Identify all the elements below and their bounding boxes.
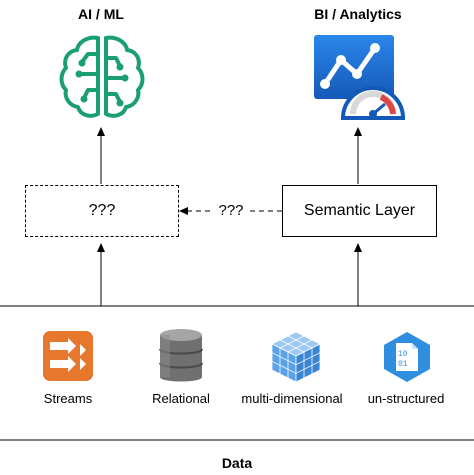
source-label-unstructured: un-structured [367, 391, 445, 406]
binary-file-icon: 10 01 [384, 332, 430, 382]
bi-analytics-title: BI / Analytics [314, 6, 402, 22]
data-footer-label: Data [221, 455, 253, 471]
ai-ml-title: AI / ML [78, 6, 124, 22]
source-label-relational: Relational [152, 391, 210, 406]
binary-row-1: 10 [398, 350, 408, 359]
semantic-layer-box: Semantic Layer [282, 185, 437, 237]
bi-analytics-icon [314, 35, 405, 120]
binary-row-2: 01 [398, 360, 408, 369]
unknown-arrow-label: ??? [214, 202, 248, 219]
ai-brain-icon [59, 35, 145, 118]
source-label-multi-dimensional: multi-dimensional [241, 391, 343, 406]
streams-icon [43, 331, 93, 381]
cube-icon [271, 331, 321, 383]
source-label-streams: Streams [43, 391, 93, 406]
unknown-box: ??? [25, 185, 179, 237]
database-icon [159, 329, 203, 382]
